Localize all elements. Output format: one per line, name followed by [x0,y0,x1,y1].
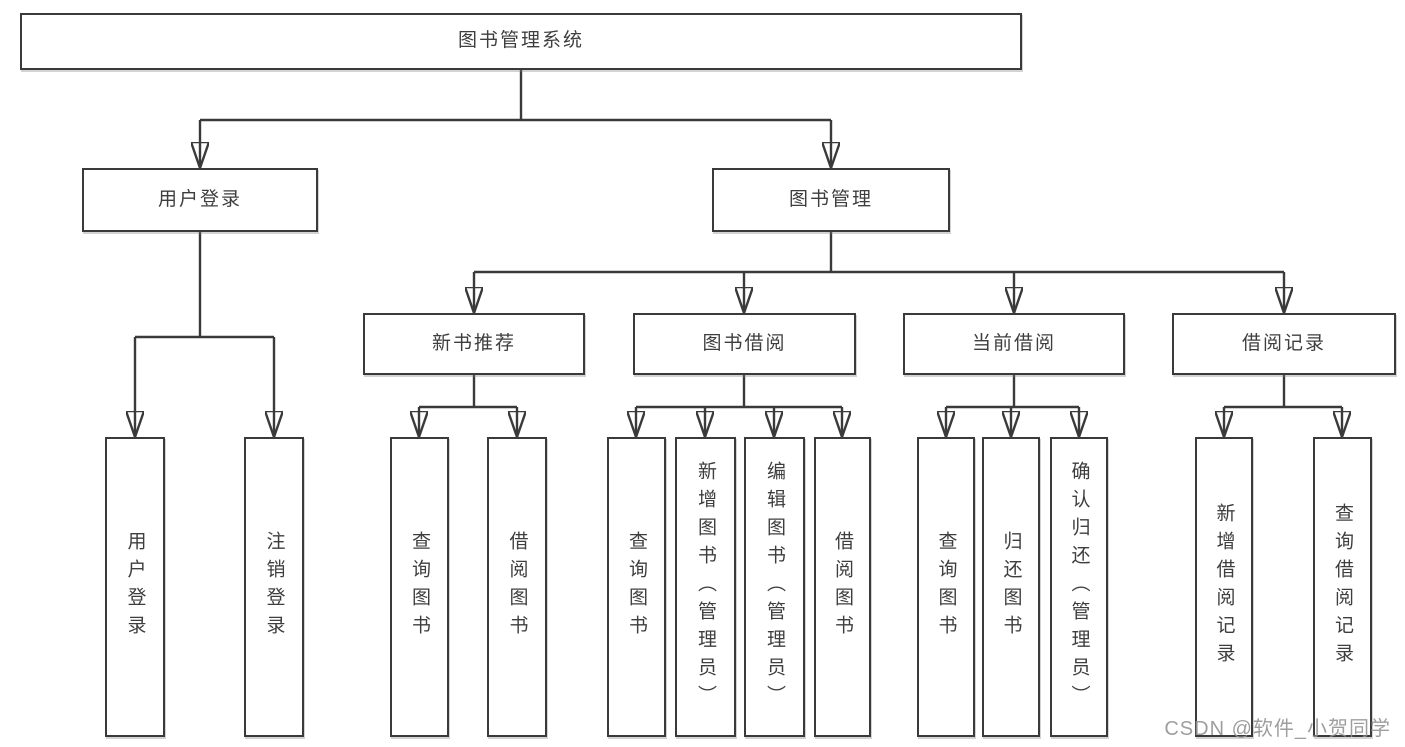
node-label: 注销登录 [263,531,285,643]
node-label: 新书推荐 [431,332,516,354]
node-leaf-logout: 注销登录 [244,437,304,737]
node-label: 归还图书 [1000,531,1022,643]
node-leaf-query-books-3: 查询图书 [917,437,975,737]
node-leaf-return-books: 归还图书 [982,437,1040,737]
node-label: 图书借阅 [702,332,787,354]
node-label: 借阅图书 [506,531,528,643]
node-label: 确认归还（管理员） [1068,461,1090,713]
node-leaf-edit-books-admin: 编辑图书（管理员） [744,437,805,737]
node-book-management: 图书管理 [712,168,950,232]
node-label: 新增图书（管理员） [695,461,716,713]
node-label: 图书管理系统 [457,30,584,52]
node-label: 查询借阅记录 [1332,503,1353,671]
node-label: 用户登录 [124,531,146,643]
node-current-borrowing: 当前借阅 [903,313,1125,375]
node-label: 借阅图书 [832,531,853,643]
node-leaf-add-borrow-record: 新增借阅记录 [1195,437,1253,737]
node-label: 新增借阅记录 [1213,503,1235,671]
node-label: 编辑图书（管理员） [764,461,785,713]
node-leaf-confirm-return-admin: 确认归还（管理员） [1050,437,1108,737]
node-borrowing-records: 借阅记录 [1172,313,1396,375]
node-leaf-query-borrow-record: 查询借阅记录 [1313,437,1372,737]
node-leaf-borrow-books-2: 借阅图书 [814,437,871,737]
node-label: 当前借阅 [971,332,1056,354]
node-label: 查询图书 [626,531,647,643]
node-label: 查询图书 [409,531,430,643]
node-label: 借阅记录 [1241,332,1326,354]
node-leaf-query-books-1: 查询图书 [390,437,449,737]
node-leaf-add-books-admin: 新增图书（管理员） [675,437,736,737]
node-library-system: 图书管理系统 [20,13,1022,70]
node-leaf-borrow-books-1: 借阅图书 [487,437,547,737]
node-book-borrowing: 图书借阅 [633,313,856,375]
node-leaf-user-login: 用户登录 [105,437,165,737]
node-label: 用户登录 [157,188,242,210]
node-leaf-query-books-2: 查询图书 [607,437,666,737]
node-label: 图书管理 [788,188,873,210]
node-new-book-recommendation: 新书推荐 [363,313,585,375]
node-user-login: 用户登录 [82,168,318,232]
node-label: 查询图书 [935,531,957,643]
csdn-watermark: CSDN @软件_小贺同学 [1164,718,1391,740]
